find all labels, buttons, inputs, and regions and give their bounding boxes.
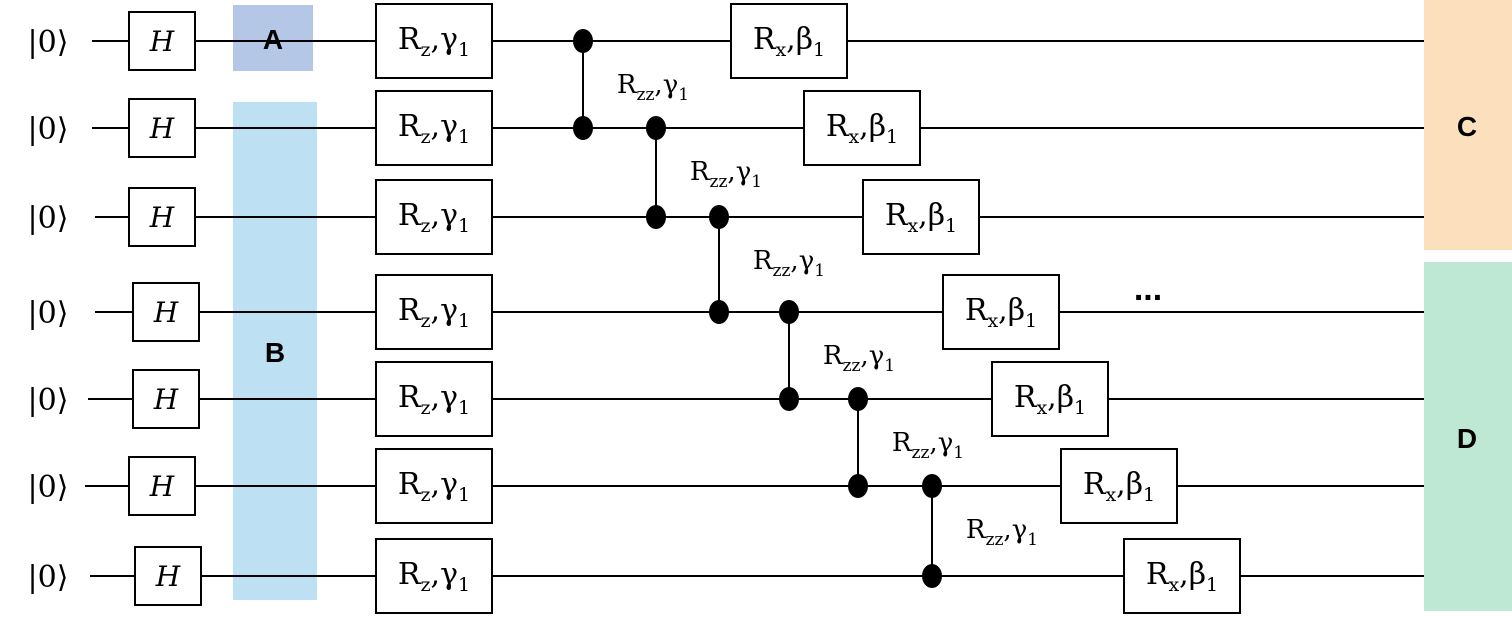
rx-gate: Rx,β1 (1060, 448, 1178, 524)
control-dot (922, 474, 942, 498)
hadamard-gate: H (128, 11, 196, 71)
block-b (233, 102, 317, 600)
block-d-label: D (1457, 423, 1477, 454)
block-d (1424, 262, 1512, 611)
rzz-gate: Rzz,γ1 (573, 29, 689, 140)
ket-zero-label: |0⟩ (28, 383, 69, 418)
svg-text:H: H (153, 296, 179, 329)
svg-text:Rz,γ1: Rz,γ1 (398, 293, 470, 332)
rz-gate: Rz,γ1 (375, 448, 493, 524)
ket-zero-label: |0⟩ (28, 201, 69, 236)
highlight-blocks: A B C D (233, 0, 1512, 611)
block-c-label: C (1457, 111, 1477, 142)
rx-gate: Rx,β1 (862, 179, 980, 255)
svg-text:Rx,β1: Rx,β1 (965, 293, 1037, 332)
svg-text:Rx,β1: Rx,β1 (1014, 380, 1086, 419)
ket-zero-label: |0⟩ (28, 470, 69, 505)
ellipsis: ... (1134, 270, 1162, 308)
svg-text:Rx,β1: Rx,β1 (1146, 557, 1218, 596)
hadamard-gate: H (134, 546, 202, 606)
rzz-gate: Rzz,γ1 (848, 387, 964, 498)
svg-text:H: H (149, 470, 175, 503)
control-dot (646, 205, 666, 229)
block-c (1424, 0, 1512, 250)
ket-zero-label: |0⟩ (28, 112, 69, 147)
svg-text:Rx,β1: Rx,β1 (1083, 467, 1155, 506)
control-dot (848, 387, 868, 411)
rzz-gate-label: Rzz,γ1 (966, 515, 1038, 550)
svg-text:H: H (153, 383, 179, 416)
rz-gate: Rz,γ1 (375, 90, 493, 166)
svg-text:Rz,γ1: Rz,γ1 (398, 467, 470, 506)
svg-text:Rz,γ1: Rz,γ1 (398, 198, 470, 237)
rx-gate: Rx,β1 (991, 361, 1109, 437)
ket-zero-label: |0⟩ (28, 560, 69, 595)
block-b-label: B (265, 337, 285, 368)
rzz-gate-label: Rzz,γ1 (690, 157, 762, 192)
rzz-gate-label: Rzz,γ1 (617, 70, 689, 105)
rz-gate: Rz,γ1 (375, 274, 493, 350)
qubit-wires (85, 40, 1424, 577)
hadamard-gate: H (128, 98, 196, 158)
rx-gate: Rx,β1 (942, 274, 1060, 350)
rx-gate: Rx,β1 (730, 3, 848, 79)
rzz-gate-label: Rzz,γ1 (823, 341, 895, 376)
control-dot (779, 300, 799, 324)
svg-text:Rz,γ1: Rz,γ1 (398, 109, 470, 148)
control-dot (709, 300, 729, 324)
rx-gate: Rx,β1 (1123, 538, 1241, 614)
rzz-gate: Rzz,γ1 (922, 474, 1038, 588)
svg-text:Rx,β1: Rx,β1 (885, 198, 957, 237)
svg-text:Rz,γ1: Rz,γ1 (398, 380, 470, 419)
control-dot (922, 564, 942, 588)
rzz-gate: Rzz,γ1 (646, 116, 762, 229)
rzz-gate-label: Rzz,γ1 (753, 246, 825, 281)
rzz-gate: Rzz,γ1 (779, 300, 895, 411)
svg-text:Rx,β1: Rx,β1 (826, 109, 898, 148)
control-dot (573, 29, 593, 53)
hadamard-gate: H (132, 282, 200, 342)
hadamard-gate: H (128, 456, 196, 516)
hadamard-gate: H (132, 369, 200, 429)
svg-text:Rz,γ1: Rz,γ1 (398, 22, 470, 61)
rz-gate: Rz,γ1 (375, 538, 493, 614)
svg-text:H: H (155, 560, 181, 593)
control-dot (709, 205, 729, 229)
control-dot (779, 387, 799, 411)
rx-gate: Rx,β1 (803, 90, 921, 166)
ket-zero-label: |0⟩ (28, 296, 69, 331)
rz-gate: Rz,γ1 (375, 179, 493, 255)
control-dot (848, 474, 868, 498)
rzz-gate: Rzz,γ1 (709, 205, 825, 324)
block-a-label: A (263, 24, 283, 55)
ket-zero-label: |0⟩ (28, 25, 69, 60)
svg-text:Rz,γ1: Rz,γ1 (398, 557, 470, 596)
control-dot (573, 116, 593, 140)
hadamard-gate: H (128, 187, 196, 247)
svg-text:H: H (149, 25, 175, 58)
svg-text:Rx,β1: Rx,β1 (753, 22, 825, 61)
rz-gate: Rz,γ1 (375, 3, 493, 79)
svg-text:H: H (149, 201, 175, 234)
rzz-gate-label: Rzz,γ1 (892, 428, 964, 463)
block-a (233, 5, 313, 71)
svg-text:H: H (149, 112, 175, 145)
control-dot (646, 116, 666, 140)
rz-gate: Rz,γ1 (375, 361, 493, 437)
